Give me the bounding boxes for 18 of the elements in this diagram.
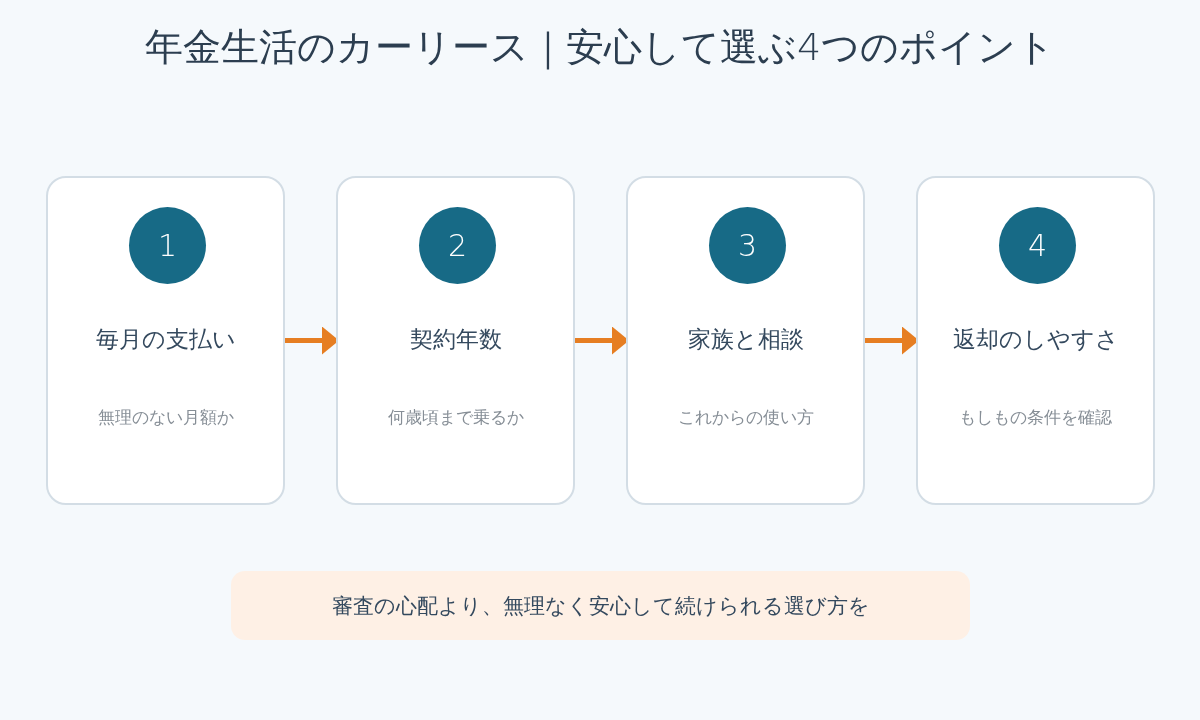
card-title: 返却のしやすさ [951, 325, 1120, 354]
card-title: 毎月の支払い [94, 325, 237, 354]
card-description: 何歳頃まで乗るか [386, 406, 525, 429]
card-description: もしもの条件を確認 [958, 406, 1113, 429]
title: 年金生活のカーリース｜安心して選ぶ4つのポイント [143, 24, 1057, 72]
step-card [626, 176, 865, 505]
step-card [46, 176, 285, 505]
note-text: 審査の心配より、無理なく安心して続けられる選び方を [331, 592, 870, 620]
card-title: 家族と相談 [686, 325, 805, 354]
card-description: これからの使い方 [676, 406, 815, 429]
step-card [916, 176, 1155, 505]
step-number: 2 [447, 230, 468, 261]
step-number: 4 [1027, 230, 1048, 261]
card-description: 無理のない月額か [96, 406, 235, 429]
step-card [336, 176, 575, 505]
step-number: 1 [157, 230, 178, 261]
card-title: 契約年数 [408, 325, 503, 354]
step-number: 3 [737, 230, 758, 261]
